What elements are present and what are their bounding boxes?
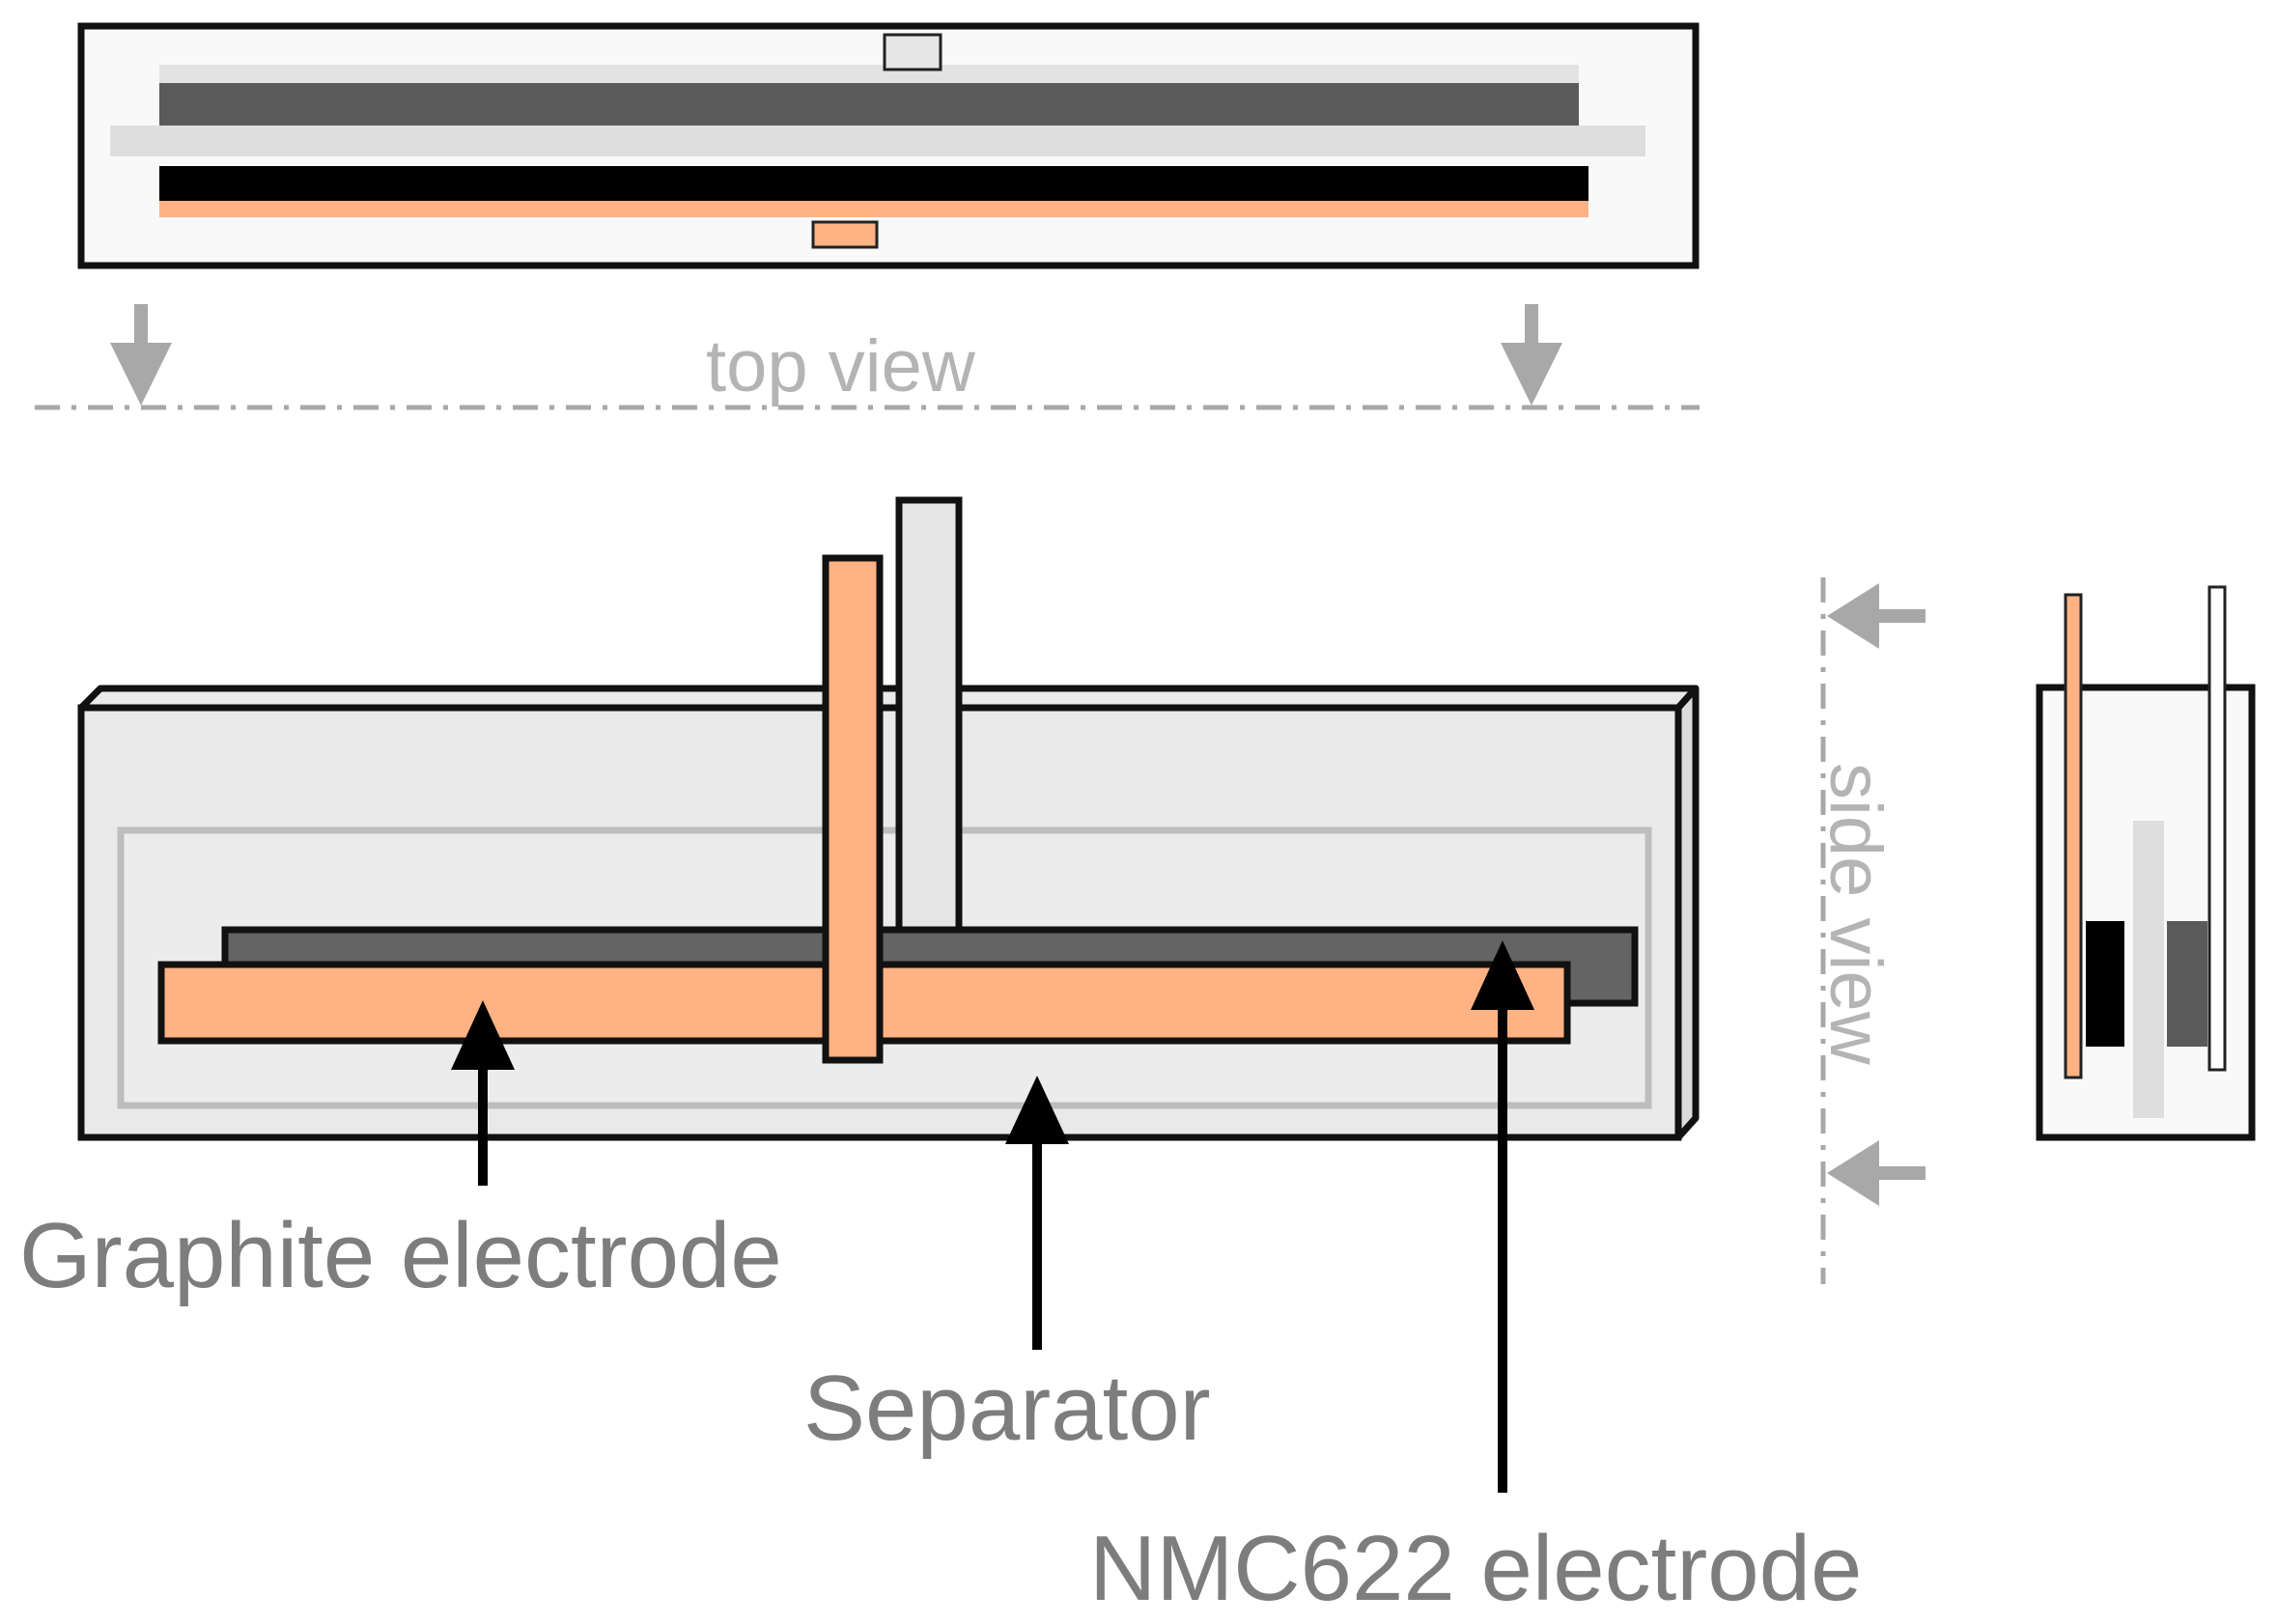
side-view-nmc622-coating bbox=[2167, 921, 2207, 1047]
top-view-label: top view bbox=[706, 325, 976, 407]
nmc622-electrode-label: NMC622 electrode bbox=[1089, 1517, 1862, 1620]
top-view-indicator: top view bbox=[35, 304, 1700, 410]
nmc622-callout-arrow bbox=[1471, 940, 1534, 1493]
side-view-copper-tab bbox=[2064, 593, 2083, 1079]
side-view-indicator: side view bbox=[1814, 577, 1926, 1284]
arrow-down-left-icon bbox=[110, 304, 172, 406]
front-view-nmc622-tab bbox=[895, 496, 963, 935]
top-view-separator bbox=[110, 126, 1645, 156]
graphite-callout-arrow bbox=[451, 1000, 515, 1186]
side-view-panel bbox=[2036, 585, 2256, 1141]
top-view-copper-foil bbox=[159, 201, 1588, 217]
front-view-panel bbox=[77, 496, 1700, 1141]
side-view-graphite-coating bbox=[2086, 921, 2124, 1047]
top-view-nmc622-electrode bbox=[159, 83, 1579, 126]
side-view-aluminium-tab bbox=[2207, 585, 2227, 1072]
top-view-graphite-electrode bbox=[159, 166, 1588, 201]
top-view-graphite-tab bbox=[811, 220, 879, 249]
top-view-separator-strip-upper bbox=[159, 65, 1579, 84]
side-view-separator bbox=[2133, 821, 2164, 1118]
arrow-left-lower-icon bbox=[1827, 1140, 1926, 1206]
separator-label: Separator bbox=[803, 1357, 1211, 1460]
front-view-graphite-tab bbox=[822, 554, 884, 1064]
separator-callout-arrow bbox=[1005, 1076, 1069, 1350]
arrow-down-right-icon bbox=[1501, 304, 1562, 406]
top-view-panel bbox=[77, 22, 1700, 269]
graphite-electrode-label: Graphite electrode bbox=[19, 1204, 782, 1307]
arrow-left-upper-icon bbox=[1827, 583, 1926, 649]
side-view-label: side view bbox=[1814, 763, 1897, 1066]
top-view-nmc622-tab bbox=[883, 33, 942, 71]
